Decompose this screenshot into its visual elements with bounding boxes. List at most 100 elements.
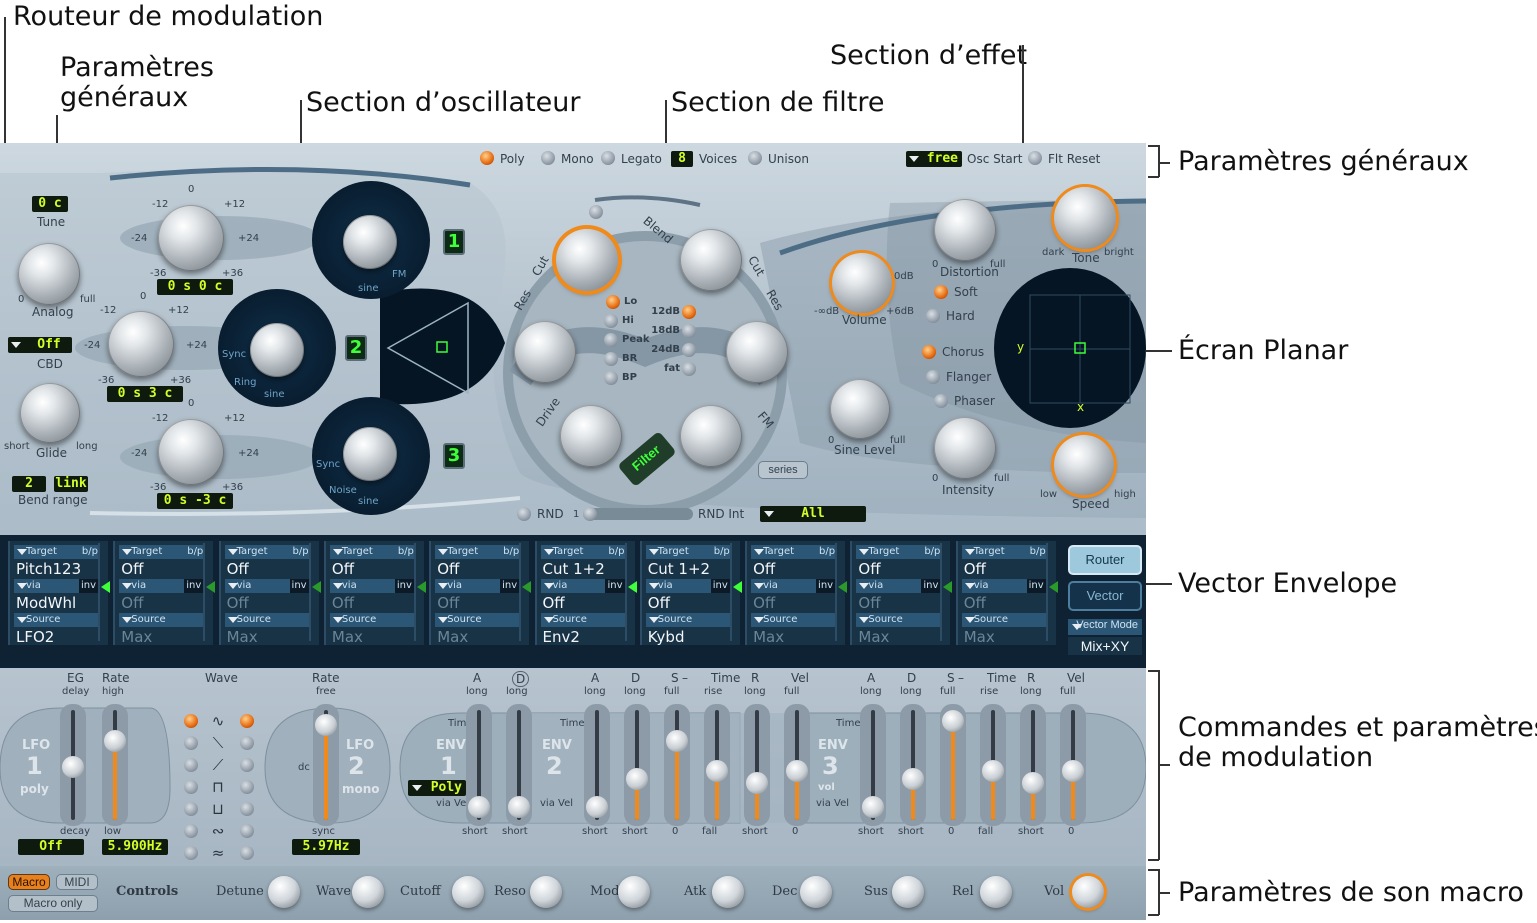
macro-rel-knob[interactable] xyxy=(980,876,1012,908)
rnd-target-menu[interactable]: All xyxy=(760,506,866,522)
osc2-pitch-knob[interactable] xyxy=(108,311,174,377)
lfo2-wave-led[interactable] xyxy=(240,714,254,728)
osc3-wave-knob[interactable] xyxy=(343,427,397,481)
lfo1-wave-led[interactable] xyxy=(184,846,198,860)
intensity-arrow-icon[interactable] xyxy=(627,581,637,593)
router-button[interactable]: Router xyxy=(1068,545,1142,575)
mono-led[interactable] xyxy=(541,151,555,165)
intensity-slider[interactable] xyxy=(308,543,311,641)
glide-knob[interactable] xyxy=(20,383,80,443)
distortion-knob[interactable] xyxy=(934,199,996,261)
lfo1-wave-led[interactable] xyxy=(184,714,198,728)
osc3-tuning-display[interactable]: 0 s -3 c xyxy=(157,493,233,509)
rnd-int-handle[interactable] xyxy=(583,507,597,521)
router-via-value[interactable]: Off xyxy=(226,594,249,612)
macro-mod-knob[interactable] xyxy=(618,876,650,908)
fader-cap[interactable] xyxy=(104,730,126,752)
osc2-wave-knob[interactable] xyxy=(250,323,304,377)
bend-up-display[interactable]: link xyxy=(54,476,88,492)
rnd-int-slider[interactable] xyxy=(583,508,693,520)
intensity-slider[interactable] xyxy=(940,543,943,641)
router-via-value[interactable]: Off xyxy=(753,594,776,612)
fader-cap[interactable] xyxy=(666,730,688,752)
bend-down-display[interactable]: 2 xyxy=(12,476,46,492)
fader-cap[interactable] xyxy=(508,796,530,818)
series-button[interactable]: series xyxy=(758,461,808,479)
intensity-arrow-icon[interactable] xyxy=(838,581,848,593)
analog-knob[interactable] xyxy=(18,243,80,305)
router-via-value[interactable]: ModWhl xyxy=(16,594,77,612)
router-source-value[interactable]: LFO2 xyxy=(16,628,55,646)
intensity-slider[interactable] xyxy=(1045,543,1048,641)
env1-mode-menu[interactable]: Poly xyxy=(408,780,466,796)
env1-decay-fader[interactable] xyxy=(506,704,532,826)
osc-start-menu[interactable]: free xyxy=(906,151,962,167)
router-via-value[interactable]: Off xyxy=(542,594,565,612)
flanger-led[interactable] xyxy=(926,370,940,384)
fader-cap[interactable] xyxy=(746,772,768,794)
env3-d-fader[interactable] xyxy=(900,704,926,826)
filter2-mode-led[interactable] xyxy=(682,343,696,357)
flt-reset-led[interactable] xyxy=(1028,151,1042,165)
poly-led[interactable] xyxy=(480,151,494,165)
intensity-arrow-icon[interactable] xyxy=(1048,581,1058,593)
lfo1-wave-led[interactable] xyxy=(184,802,198,816)
intensity-arrow-icon[interactable] xyxy=(311,581,321,593)
cbd-menu[interactable]: Off xyxy=(8,337,72,353)
macro-only-button[interactable]: Macro only xyxy=(8,895,98,912)
filter1-mode-led[interactable] xyxy=(604,333,618,347)
planar-pad[interactable] xyxy=(1004,273,1142,423)
macro-dec-knob[interactable] xyxy=(800,876,832,908)
env3-a-fader[interactable] xyxy=(860,704,886,826)
fader-cap[interactable] xyxy=(626,768,648,790)
router-source-value[interactable]: Max xyxy=(437,628,469,646)
router-target-value[interactable]: Off xyxy=(331,560,355,578)
blend-slider-handle[interactable] xyxy=(589,205,603,219)
env2-vel-fader[interactable] xyxy=(784,704,810,826)
router-target-value[interactable]: Off xyxy=(437,560,460,578)
intensity-slider[interactable] xyxy=(835,543,838,641)
filter2-mode-led[interactable] xyxy=(682,362,696,376)
env3-r-fader[interactable] xyxy=(1020,704,1046,826)
router-source-value[interactable]: Max xyxy=(753,628,785,646)
router-via-value[interactable]: Off xyxy=(858,594,881,612)
intensity-arrow-icon[interactable] xyxy=(416,581,426,593)
midi-tab[interactable]: MIDI xyxy=(56,874,98,890)
intensity-slider[interactable] xyxy=(203,543,206,641)
voices-display[interactable]: 8 xyxy=(671,151,693,167)
osc1-tuning-display[interactable]: 0 s 0 c xyxy=(157,279,233,295)
volume-knob[interactable] xyxy=(832,253,892,313)
fader-cap[interactable] xyxy=(1022,772,1044,794)
env1-attack-fader[interactable] xyxy=(466,704,492,826)
fader-cap[interactable] xyxy=(586,796,608,818)
fader-cap[interactable] xyxy=(62,756,84,778)
tone-knob[interactable] xyxy=(1054,187,1116,249)
intensity-slider[interactable] xyxy=(98,543,100,641)
intensity-slider[interactable] xyxy=(519,543,522,641)
router-via-value[interactable]: Off xyxy=(331,594,355,612)
router-source-value[interactable]: Max xyxy=(121,628,153,646)
lfo2-wave-led[interactable] xyxy=(240,824,254,838)
env2-s-fader[interactable] xyxy=(664,704,690,826)
fader-cap[interactable] xyxy=(468,796,490,818)
lfo1-wave-led[interactable] xyxy=(184,736,198,750)
osc2-number-button[interactable]: 2 xyxy=(345,335,367,361)
sine-level-knob[interactable] xyxy=(830,379,890,439)
osc1-wave-knob[interactable] xyxy=(343,215,397,269)
macro-tab[interactable]: Macro xyxy=(8,874,50,890)
filter1-resonance-knob[interactable] xyxy=(514,321,576,383)
lfo2-wave-led[interactable] xyxy=(240,736,254,750)
fader-cap[interactable] xyxy=(315,714,337,736)
lfo1-eg-display[interactable]: Off xyxy=(18,839,84,855)
router-target-value[interactable]: Cut 1+2 xyxy=(542,560,605,578)
vector-mode-menu[interactable]: Mix+XY xyxy=(1068,637,1142,655)
fader-cap[interactable] xyxy=(1062,760,1084,782)
speed-knob[interactable] xyxy=(1054,435,1114,495)
macro-vol-knob[interactable] xyxy=(1072,876,1104,908)
intensity-arrow-icon[interactable] xyxy=(206,581,216,593)
router-target-value[interactable]: Off xyxy=(226,560,249,578)
router-source-value[interactable]: Max xyxy=(858,628,890,646)
